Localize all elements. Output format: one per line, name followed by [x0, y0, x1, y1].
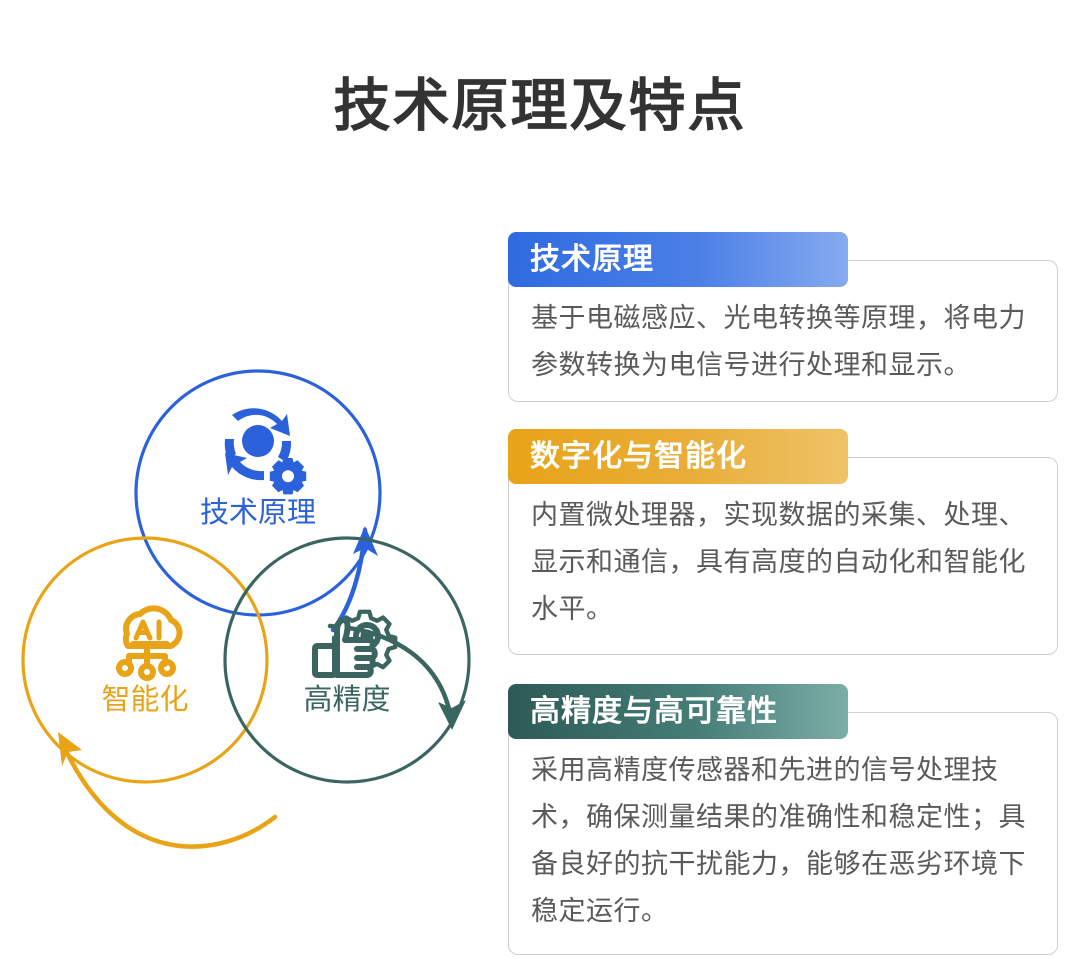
- card-description: 基于电磁感应、光电转换等原理，将电力参数转换为电信号进行处理和显示。: [531, 303, 1026, 380]
- refresh-cycle-gear-icon: [224, 408, 307, 495]
- card-header-precision-reliability[interactable]: 高精度与高可靠性: [508, 684, 848, 739]
- venn-label-high-precision: 高精度: [303, 683, 390, 716]
- thumbs-up-gear-icon: [312, 609, 398, 678]
- venn-circle-intelligent: [21, 536, 269, 784]
- arrow-amber-icon: [58, 732, 278, 849]
- venn-label-tech-principle: 技术原理: [200, 496, 316, 529]
- venn-label-intelligent: 智能化: [101, 683, 188, 716]
- card-header-tech-principle[interactable]: 技术原理: [508, 232, 848, 287]
- card-body: 内置微处理器，实现数据的采集、处理、显示和通信，具有高度的自动化和智能化水平。: [508, 457, 1058, 655]
- venn-cycle-diagram: 技术原理 智能化: [0, 330, 500, 890]
- venn-circle-high-precision: [223, 536, 471, 784]
- card-body: 采用高精度传感器和先进的信号处理技术，确保测量结果的准确性和稳定性；具备良好的抗…: [508, 712, 1058, 955]
- page-title: 技术原理及特点: [333, 74, 747, 138]
- card-header-digital-intelligent[interactable]: 数字化与智能化: [508, 429, 848, 484]
- ai-cloud-network-icon: [116, 605, 183, 681]
- card-description: 内置微处理器，实现数据的采集、处理、显示和通信，具有高度的自动化和智能化水平。: [531, 500, 1026, 624]
- card-description: 采用高精度传感器和先进的信号处理技术，确保测量结果的准确性和稳定性；具备良好的抗…: [531, 755, 1026, 926]
- feature-cards-list: 基于电磁感应、光电转换等原理，将电力参数转换为电信号进行处理和显示。 技术原理 …: [508, 0, 1068, 960]
